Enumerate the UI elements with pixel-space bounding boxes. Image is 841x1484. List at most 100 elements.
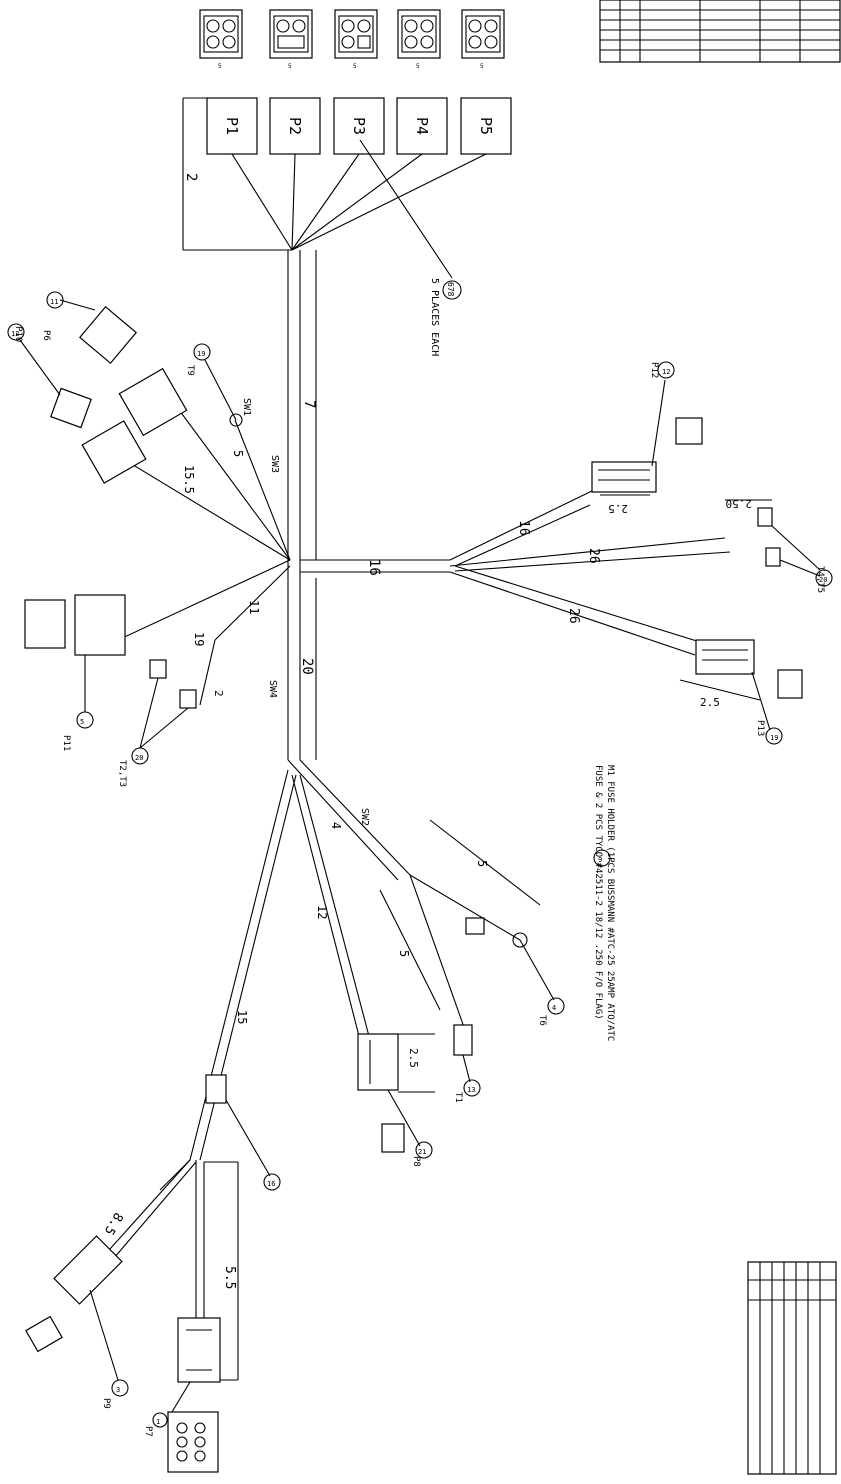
p8-label: P8	[411, 1156, 421, 1167]
p6-connector: 11 P6	[41, 291, 188, 437]
dim-label: 5	[231, 450, 245, 457]
note-line-2: FUSE & 2 PCS TYCO #42511-2 18/12 .250 F/…	[593, 765, 603, 1020]
t23-terminals: 20 T2,T3 11 2	[117, 600, 261, 787]
t1-label: T1	[453, 1092, 463, 1103]
pin-label: 5	[480, 63, 484, 70]
p12-connector: 12 P12 2.5	[591, 361, 703, 515]
balloon: 20	[135, 754, 143, 762]
dim-label: 2	[183, 173, 199, 181]
dim-label: 2.5	[407, 1048, 420, 1068]
inline-marker: 16	[205, 1074, 281, 1191]
p13-label: P13	[755, 720, 765, 736]
dim-label: 5.5	[222, 1266, 237, 1289]
plug-label: P4	[413, 117, 431, 135]
p7-label: P7	[143, 1426, 153, 1437]
balloon: 1	[156, 1418, 160, 1426]
t9-label: T9	[185, 365, 195, 376]
p13-connector: 2.5 19 P13	[679, 639, 803, 745]
callout-678: 678 5 PLACES EACH	[359, 139, 462, 356]
balloon: 678	[446, 282, 455, 297]
balloon: 16	[267, 1180, 275, 1188]
dim-label: 12	[315, 905, 329, 919]
pin-label: 5	[416, 63, 420, 70]
plug-connector-view-p5: 5	[461, 9, 505, 70]
plug-p4	[396, 97, 448, 155]
dim-label: 5	[475, 860, 489, 867]
balloon: 19	[197, 350, 205, 358]
dim-label: 2.5	[608, 502, 628, 515]
sw2-label: SW2	[359, 808, 370, 826]
plug-p1	[206, 97, 258, 155]
p8-connector: 21 P8 2.5	[357, 1033, 435, 1167]
dim-label: 16	[516, 520, 531, 536]
plug-label: P2	[286, 117, 304, 135]
plug-connector-views: 5 5 5 5 5	[199, 9, 505, 70]
p9-label: P9	[101, 1398, 111, 1409]
plug-label: P3	[350, 117, 368, 135]
pin-label: 5	[218, 63, 222, 70]
p9-connector: 3 P9	[25, 1235, 129, 1409]
bom-table-bottom	[747, 1261, 837, 1475]
main-trunk: 7 20	[287, 250, 317, 760]
p10-connector: 12 P10 15.5	[7, 323, 196, 494]
balloon: 5	[80, 718, 84, 726]
p7-connector: 1 P7	[143, 1317, 221, 1473]
sw1-label: SW1	[241, 398, 252, 416]
plug-p5	[460, 97, 512, 155]
plug-boxes: P1 P2 P3 P4 P5	[206, 97, 512, 155]
p6-label: P6	[41, 330, 51, 341]
balloon: 11	[50, 298, 58, 306]
dim-label: 15	[235, 1010, 249, 1024]
note-line-1: M1 FUSE HOLDER (1PCS BUSSMANN #ATC-25 25…	[605, 765, 615, 1041]
p10-label: P10	[13, 326, 23, 342]
p11-connector: 5 P11 19	[24, 594, 206, 751]
pin-label: 5	[353, 63, 357, 70]
plug-connector-view-p4: 5	[397, 9, 441, 70]
dim-label: 11	[247, 600, 261, 614]
dim-label: 2.50	[726, 497, 753, 510]
dim-label: 20	[299, 658, 315, 675]
plug-p3	[333, 97, 385, 155]
balloon: 3	[116, 1386, 120, 1394]
plug-connector-view-p2: 5	[269, 9, 313, 70]
pin-label: 5	[288, 63, 292, 70]
dim-label: 26	[586, 548, 601, 564]
sw4-label: SW4	[267, 680, 278, 698]
dim-label: 16	[366, 559, 382, 576]
sw3-label: SW3	[269, 455, 280, 473]
dim-plugs: 2	[182, 97, 292, 251]
bom-table-top	[599, 0, 841, 63]
p11-label: P11	[61, 735, 71, 751]
fuse-holder: 5 5 4 T6 13 T1	[379, 819, 565, 1103]
t23-label: T2,T3	[117, 760, 127, 787]
plug-label: P1	[223, 117, 241, 135]
balloon: 20	[819, 576, 827, 584]
right-branch: 16 16 26 26	[300, 487, 731, 656]
t6-label: T6	[537, 1015, 547, 1026]
balloon: 4	[552, 1004, 556, 1012]
dim-label: 2	[212, 690, 225, 697]
plug-connector-view-p1: 5	[199, 9, 243, 70]
dim-label: 15.5	[182, 465, 196, 494]
dim-label: 7	[301, 400, 317, 408]
plug-fan-wires	[231, 153, 487, 251]
note-9: 9 M1 FUSE HOLDER (1PCS BUSSMANN #ATC-25 …	[593, 765, 615, 1041]
dim-label: 26	[566, 608, 581, 624]
t45-label: T4,T5	[815, 566, 825, 593]
plug-label: P5	[477, 117, 495, 135]
balloon: 21	[418, 1148, 426, 1156]
balloon: 12	[11, 330, 19, 338]
dim-label: 2.5	[700, 696, 720, 709]
t9-terminal: 19 T9 5	[185, 343, 245, 457]
balloon: 19	[770, 734, 778, 742]
upper-left-branches	[117, 394, 291, 641]
balloon: 12	[662, 368, 670, 376]
dim-label: 4	[329, 822, 343, 829]
callout-text: 5 PLACES EACH	[429, 278, 440, 356]
dim-label: 19	[192, 632, 206, 646]
plug-connector-view-p3: 5	[334, 9, 378, 70]
dim-label: 8.5	[101, 1210, 126, 1238]
balloon: 13	[467, 1086, 475, 1094]
